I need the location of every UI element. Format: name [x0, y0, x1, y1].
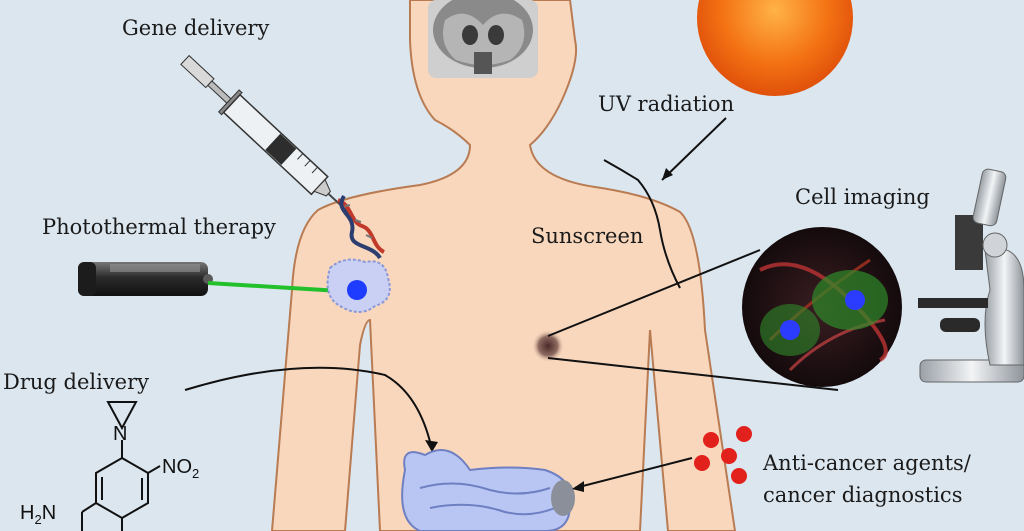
syringe-icon	[180, 54, 356, 219]
shoulder-cell-icon	[326, 258, 391, 313]
sunscreen-layer-line	[603, 159, 681, 289]
chem-amine: H	[20, 502, 35, 524]
connector-line	[547, 357, 839, 391]
chem-nitro: NO	[162, 456, 192, 478]
human-body	[270, 0, 737, 531]
anti-cancer-arrow	[574, 457, 693, 489]
label-anti-cancer-line2: cancer diagnostics	[763, 483, 963, 507]
uv-arrow	[661, 117, 727, 181]
cell-image-icon	[742, 227, 902, 387]
sun-icon	[697, 0, 853, 96]
label-sunscreen: Sunscreen	[531, 224, 644, 248]
anti-cancer-agents-dots	[694, 426, 752, 484]
label-drug-delivery: Drug delivery	[3, 370, 150, 394]
label-photothermal-therapy: Photothermal therapy	[42, 215, 276, 239]
skin-lesion	[532, 330, 564, 362]
laser-pointer-icon	[78, 262, 213, 296]
microscope-icon	[918, 168, 1024, 383]
chem-amine-sub: 2	[34, 512, 42, 527]
chem-nitro-sub: 2	[192, 466, 200, 481]
chem-amine-n: N	[41, 502, 57, 524]
label-cell-imaging: Cell imaging	[795, 185, 930, 209]
label-gene-delivery: Gene delivery	[122, 16, 270, 40]
dna-icon	[337, 194, 386, 260]
chem-n-atom: N	[113, 423, 128, 445]
brain-mri-icon	[428, 0, 538, 78]
chem-nitro-group: NO2	[162, 456, 199, 481]
connector-line	[547, 249, 761, 337]
drug-molecule-structure	[81, 401, 161, 531]
drug-delivery-arrow	[184, 366, 433, 451]
label-uv-radiation: UV radiation	[598, 92, 735, 116]
label-anti-cancer-line1: Anti-cancer agents/	[763, 451, 971, 475]
laser-beam	[207, 281, 341, 293]
chem-amine-group: H2N	[20, 502, 56, 527]
